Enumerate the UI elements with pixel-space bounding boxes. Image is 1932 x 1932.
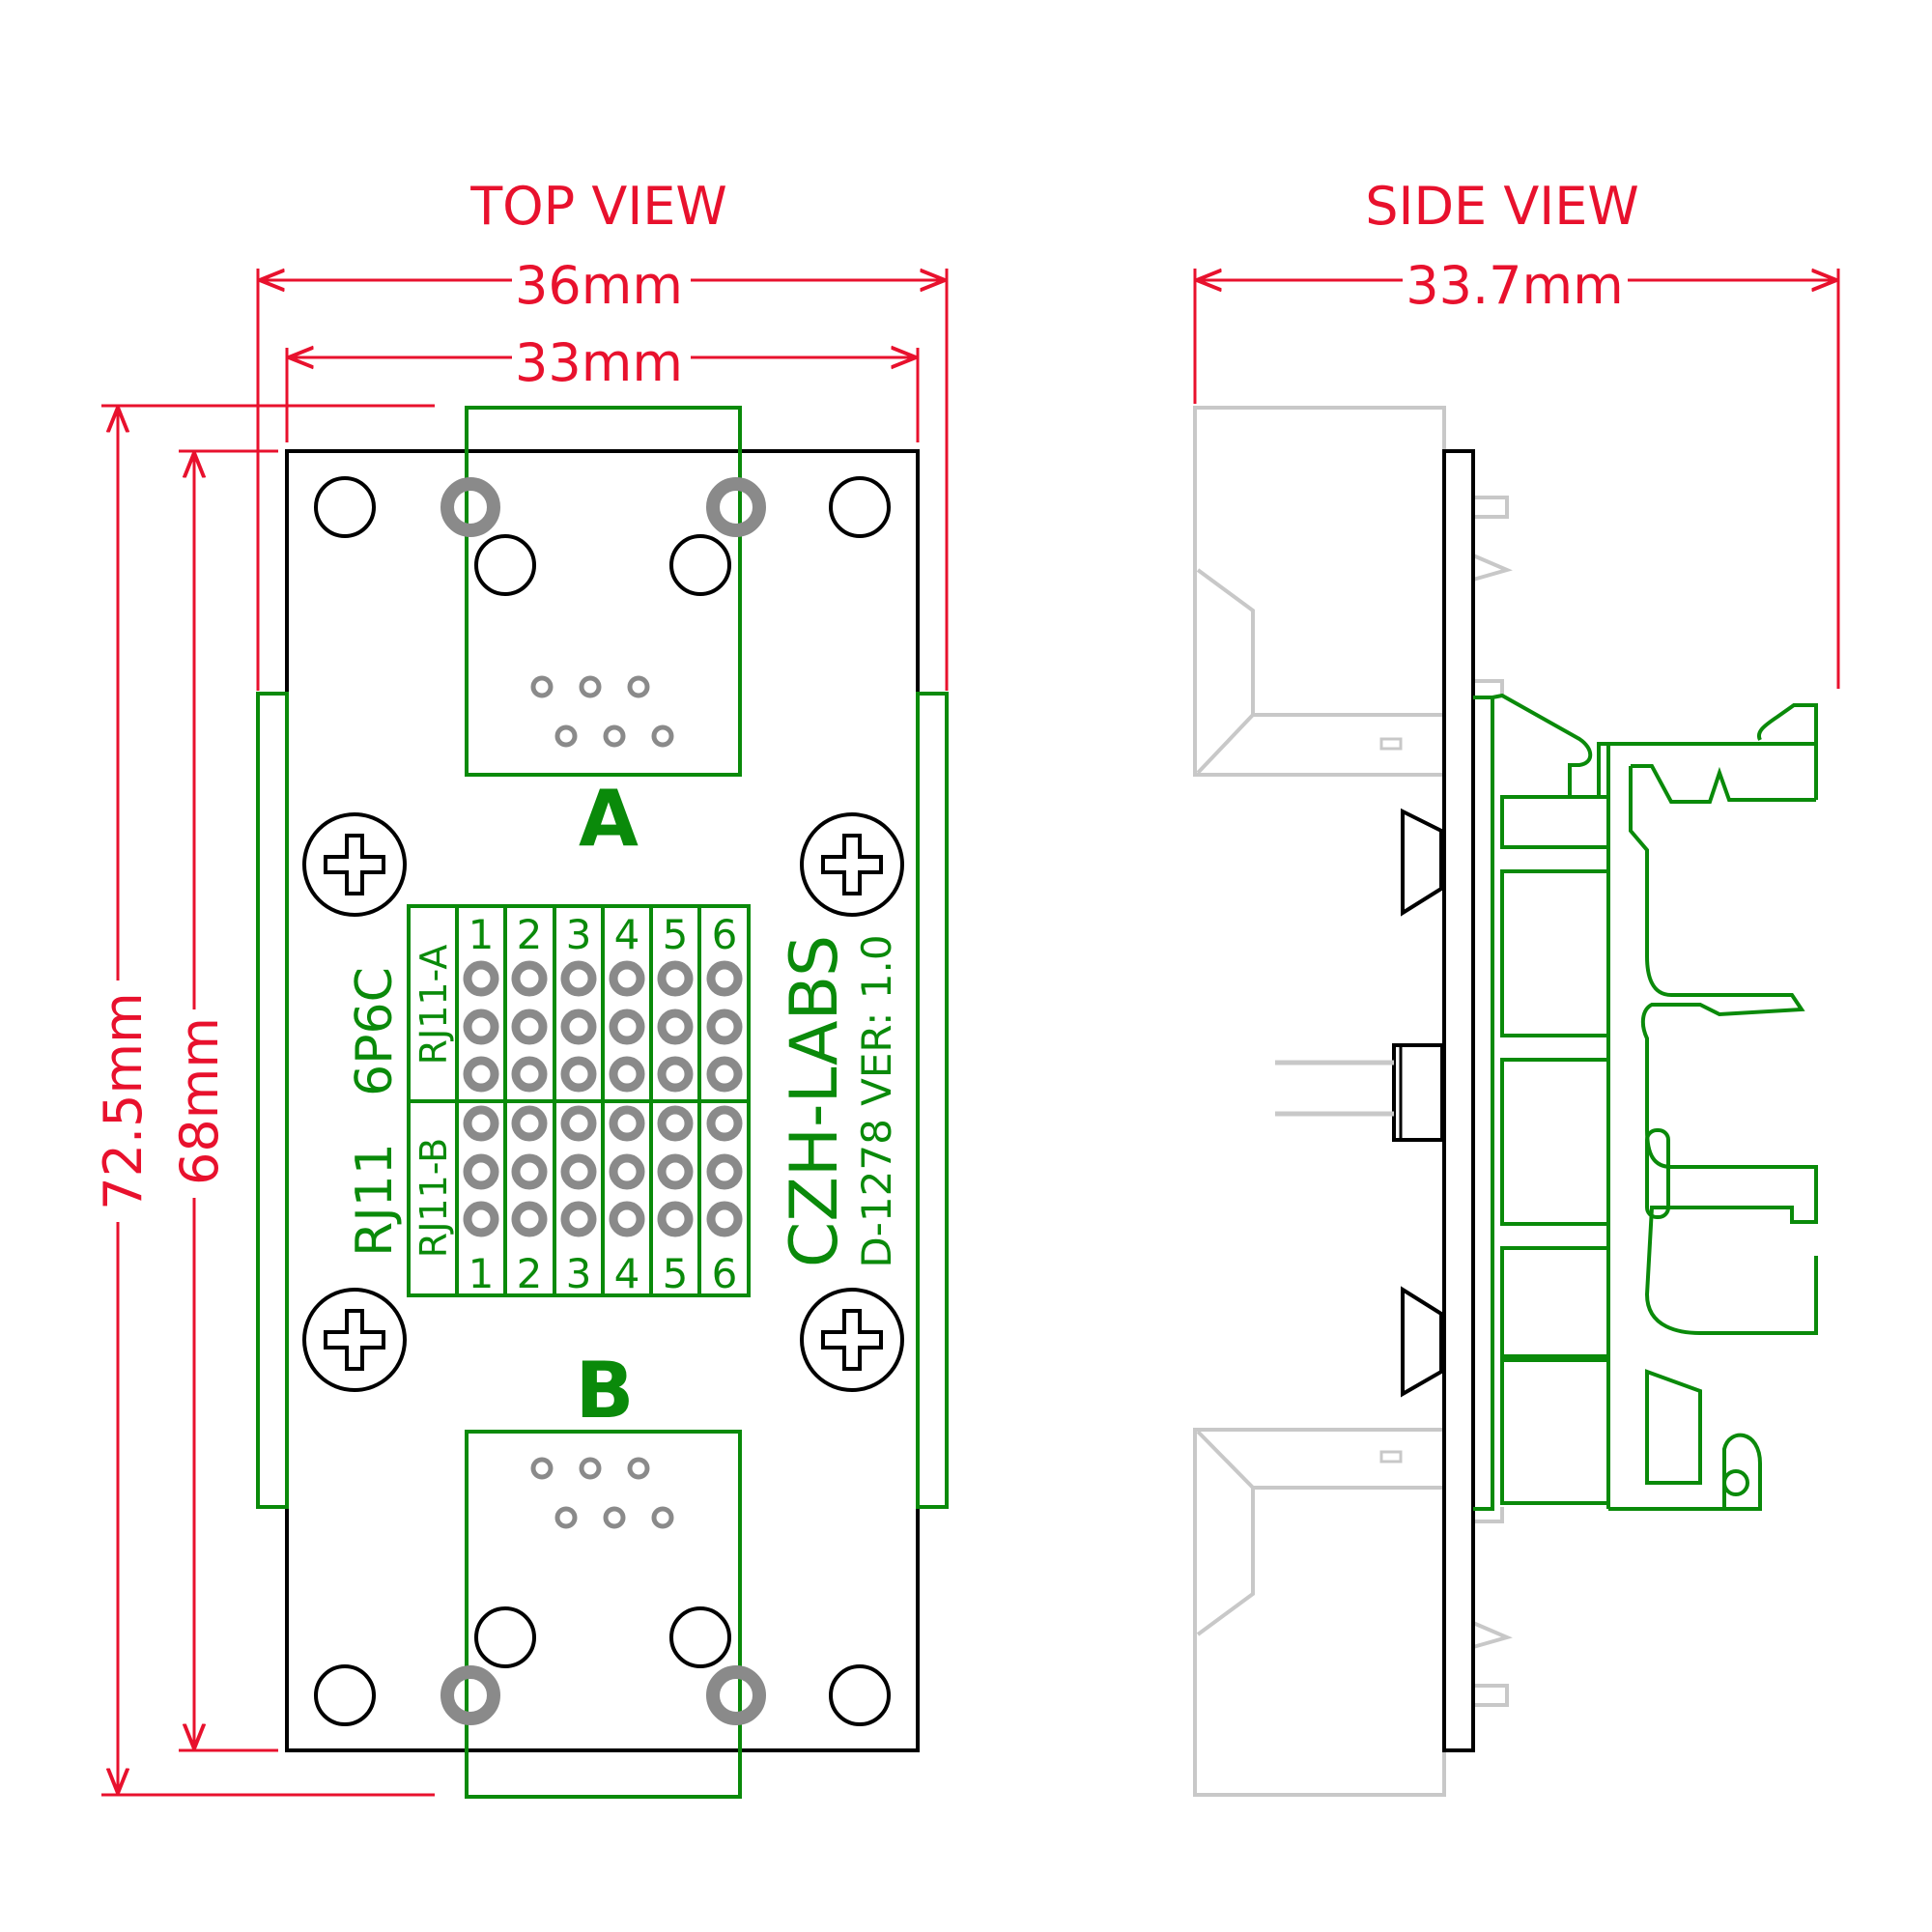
pin-hole-r3-c6 xyxy=(706,1056,743,1093)
pin-hole-r5-c2 xyxy=(511,1153,548,1190)
pin-hole-r1-c5 xyxy=(657,960,694,997)
pin-number-bottom-5: 5 xyxy=(663,1250,689,1297)
pin-hole-r6-c5 xyxy=(657,1201,694,1237)
pin-hole-r6-c4 xyxy=(609,1201,645,1237)
side-pin-header xyxy=(1275,1043,1444,1142)
pin-number-bottom-6: 6 xyxy=(712,1250,738,1297)
rj11-connector-a xyxy=(440,406,766,777)
pin-hole-r1-c3 xyxy=(560,960,597,997)
pin-hole-r6-c2 xyxy=(511,1201,548,1237)
pin-hole-r4-c4 xyxy=(609,1105,645,1142)
pin-number-top-6: 6 xyxy=(712,911,738,958)
pin-hole-r6-c6 xyxy=(706,1201,743,1237)
pin-hole-r4-c3 xyxy=(560,1105,597,1142)
row-label-rj11-b: RJ11-B xyxy=(412,1138,455,1258)
pin-hole-r1-c4 xyxy=(609,960,645,997)
screw-top-right xyxy=(800,812,904,917)
din-rail-left-edge xyxy=(256,692,289,1509)
pin-number-top-4: 4 xyxy=(614,911,640,958)
side-view: SIDE VIEW 33.7mm xyxy=(1193,176,1840,1797)
pin-hole-r4-c5 xyxy=(657,1105,694,1142)
connector-a-label: A xyxy=(579,774,639,864)
pin-hole-r5-c5 xyxy=(657,1153,694,1190)
mounting-hole-top-right xyxy=(829,476,891,538)
pin-hole-r6-c1 xyxy=(463,1201,499,1237)
pin-numbers-bottom: 1 2 3 4 5 6 xyxy=(469,1250,738,1297)
silk-6p6c: 6P6C xyxy=(346,967,404,1096)
connector-b-label: B xyxy=(576,1346,635,1435)
silk-rj11: RJ11 xyxy=(346,1143,404,1257)
pin-number-bottom-3: 3 xyxy=(566,1250,592,1297)
screw-top-left xyxy=(302,812,407,917)
dim-68mm-label: 68mm xyxy=(169,1017,230,1185)
pin-hole-r2-c2 xyxy=(511,1009,548,1045)
top-view: TOP VIEW 36mm 33mm 72.5mm xyxy=(93,176,949,1799)
pin-hole-r5-c3 xyxy=(560,1153,597,1190)
pin-hole-r4-c2 xyxy=(511,1105,548,1142)
pin-hole-r2-c6 xyxy=(706,1009,743,1045)
pin-hole-r3-c5 xyxy=(657,1056,694,1093)
pin-number-top-2: 2 xyxy=(517,911,543,958)
dimension-33mm: 33mm xyxy=(285,332,920,442)
pin-hole-r1-c2 xyxy=(511,960,548,997)
pin-numbers-top: 1 2 3 4 5 6 xyxy=(469,911,738,958)
side-view-title: SIDE VIEW xyxy=(1365,176,1638,237)
pin-hole-r5-c1 xyxy=(463,1153,499,1190)
pin-hole-r4-c6 xyxy=(706,1105,743,1142)
dim-33-7mm-label: 33.7mm xyxy=(1406,255,1623,316)
pin-header-grid xyxy=(407,904,751,1297)
side-screw-bottom xyxy=(1401,1286,1443,1398)
row-label-rj11-a: RJ11-A xyxy=(412,945,455,1065)
pin-hole-r2-c3 xyxy=(560,1009,597,1045)
pin-hole-r2-c1 xyxy=(463,1009,499,1045)
side-pcb-board xyxy=(1442,449,1475,1752)
pin-number-bottom-2: 2 xyxy=(517,1250,543,1297)
pin-number-top-5: 5 xyxy=(663,911,689,958)
pin-hole-r4-c1 xyxy=(463,1105,499,1142)
pin-number-bottom-1: 1 xyxy=(469,1250,495,1297)
part-version-label: D-1278 VER: 1.0 xyxy=(853,934,900,1267)
corner-holes xyxy=(314,476,891,1726)
mounting-hole-top-left xyxy=(314,476,376,538)
brand-label: CZH-LABS xyxy=(777,935,853,1267)
pin-hole-r5-c4 xyxy=(609,1153,645,1190)
pin-hole-r3-c2 xyxy=(511,1056,548,1093)
pin-number-top-1: 1 xyxy=(469,911,495,958)
pin-number-bottom-4: 4 xyxy=(614,1250,640,1297)
pin-number-top-3: 3 xyxy=(566,911,592,958)
screw-bottom-left xyxy=(302,1288,407,1392)
screws xyxy=(302,812,904,1392)
mounting-hole-bottom-left xyxy=(314,1664,376,1726)
pin-hole-r3-c4 xyxy=(609,1056,645,1093)
din-rail-mount xyxy=(1473,693,1818,1511)
rj11-connector-b xyxy=(440,1430,766,1799)
dimension-36mm: 36mm xyxy=(256,255,949,691)
dim-36mm-label: 36mm xyxy=(515,255,683,316)
pin-hole-r3-c3 xyxy=(560,1056,597,1093)
pin-hole-r6-c3 xyxy=(560,1201,597,1237)
pin-hole-r2-c5 xyxy=(657,1009,694,1045)
pin-hole-r5-c6 xyxy=(706,1153,743,1190)
screw-bottom-right xyxy=(800,1288,904,1392)
side-screw-top xyxy=(1401,808,1443,917)
pin-hole-r3-c1 xyxy=(463,1056,499,1093)
pin-hole-r1-c1 xyxy=(463,960,499,997)
dimension-68mm: 68mm xyxy=(169,449,278,1752)
dimension-72-5mm: 72.5mm xyxy=(93,404,435,1797)
pin-hole-r1-c6 xyxy=(706,960,743,997)
dim-33mm-label: 33mm xyxy=(515,332,683,393)
pin-hole-r2-c4 xyxy=(609,1009,645,1045)
din-rail-right-edge xyxy=(916,692,949,1509)
pin-holes xyxy=(463,960,743,1237)
dimension-33-7mm: 33.7mm xyxy=(1193,255,1840,689)
top-view-title: TOP VIEW xyxy=(469,176,727,237)
dim-72-5mm-label: 72.5mm xyxy=(93,992,154,1209)
mounting-hole-bottom-right xyxy=(829,1664,891,1726)
